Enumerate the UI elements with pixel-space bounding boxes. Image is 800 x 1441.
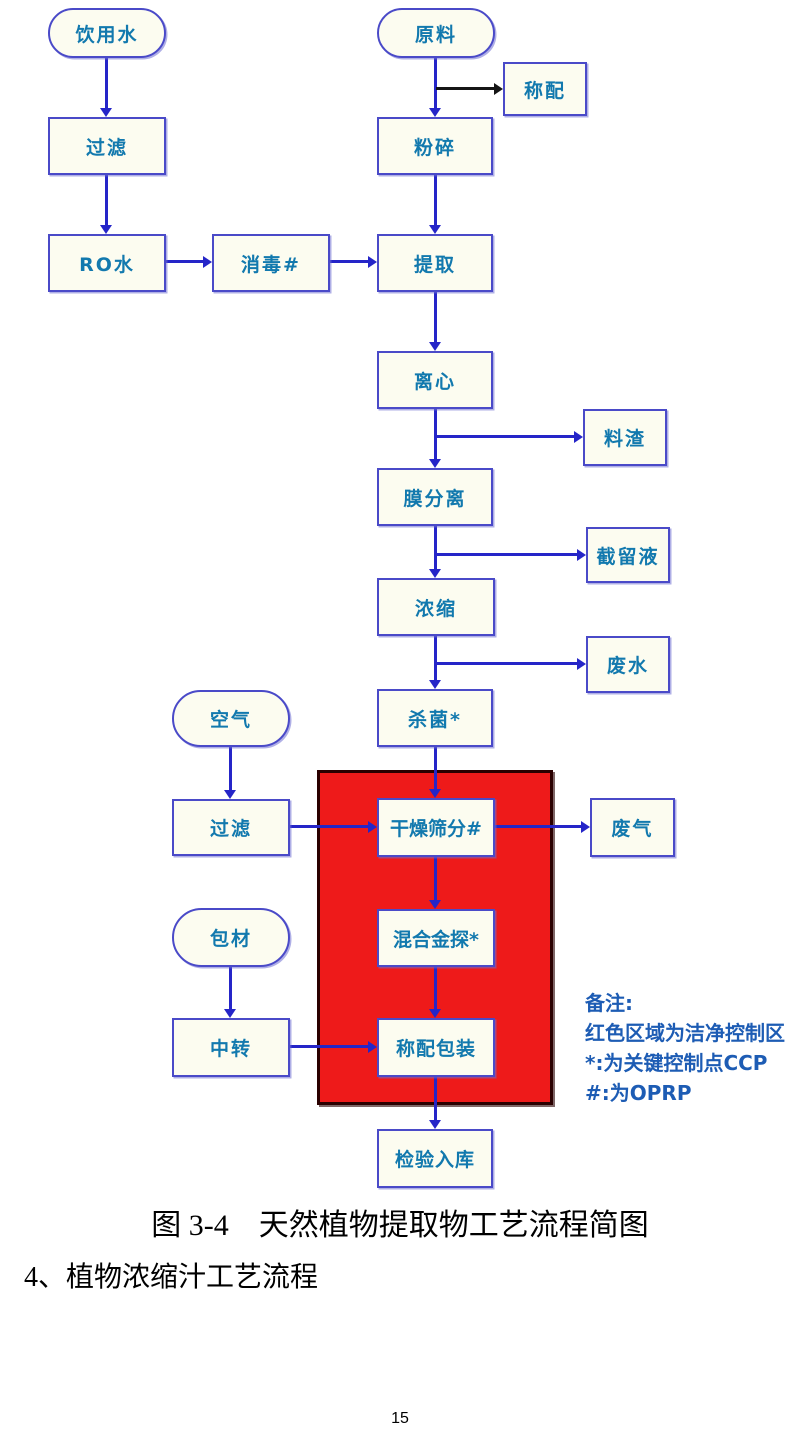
section-heading: 4、植物浓缩汁工艺流程 — [24, 1262, 319, 1293]
arrowhead-down-icon — [429, 680, 441, 689]
node-filtration-1: 过滤 — [48, 117, 166, 175]
connector-rawmaterial-crushing — [434, 58, 437, 110]
arrowhead-right-icon — [368, 256, 377, 268]
connector-air-filtration2 — [229, 747, 232, 792]
arrowhead-right-icon — [368, 1041, 377, 1053]
connector-drying-wastegas — [495, 825, 582, 828]
connector-centrifugation-membrane — [434, 409, 437, 461]
arrowhead-down-icon — [429, 569, 441, 578]
node-wastewater: 废水 — [586, 636, 670, 693]
connector-extraction-centrifugation — [434, 292, 437, 344]
node-ro-water: RO水 — [48, 234, 166, 292]
connector-packagingmaterial-transfer — [229, 967, 232, 1011]
note-line-ccp: *:为关键控制点CCP — [585, 1051, 768, 1075]
node-raw-material: 原料 — [377, 8, 495, 58]
connector-mixing-weighingpackaging — [434, 967, 437, 1011]
arrowhead-right-icon — [494, 83, 503, 95]
arrowhead-down-icon — [429, 108, 441, 117]
connector-crushing-extraction — [434, 175, 437, 226]
node-membrane-separation: 膜分离 — [377, 468, 493, 526]
connector-disinfection-extraction — [330, 260, 370, 263]
node-weighing: 称配 — [503, 62, 587, 116]
arrowhead-right-icon — [577, 549, 586, 561]
node-residue: 料渣 — [583, 409, 667, 466]
arrowhead-down-icon — [429, 342, 441, 351]
node-extraction: 提取 — [377, 234, 493, 292]
arrowhead-right-icon — [577, 658, 586, 670]
connector-rawmaterial-weighing — [436, 87, 495, 90]
note-line-redzone: 红色区域为洁净控制区 — [585, 1021, 785, 1045]
arrowhead-down-icon — [429, 1009, 441, 1018]
node-waste-gas: 废气 — [590, 798, 675, 857]
arrowhead-down-icon — [100, 225, 112, 234]
node-drying-sieving: 干燥筛分# — [377, 798, 495, 857]
node-transfer: 中转 — [172, 1018, 290, 1077]
page-number: 15 — [391, 1410, 409, 1427]
arrowhead-down-icon — [429, 459, 441, 468]
connector-centrifugation-residue — [436, 435, 575, 438]
node-retentate: 截留液 — [586, 527, 670, 583]
connector-filtration1-rowater — [105, 175, 108, 227]
connector-rowater-disinfection — [166, 260, 205, 263]
note-line-title: 备注: — [585, 991, 633, 1015]
connector-weighingpackaging-inspection — [434, 1077, 437, 1122]
node-inspection-warehousing: 检验入库 — [377, 1129, 493, 1188]
node-drinking-water: 饮用水 — [48, 8, 166, 58]
arrowhead-down-icon — [224, 1009, 236, 1018]
arrowhead-down-icon — [224, 790, 236, 799]
legend-note: 备注: 红色区域为洁净控制区 *:为关键控制点CCP #:为OPRP — [585, 988, 785, 1108]
node-air: 空气 — [172, 690, 290, 747]
connector-drinkingwater-filtration1 — [105, 58, 108, 110]
node-centrifugation: 离心 — [377, 351, 493, 409]
connector-membrane-retentate — [436, 553, 578, 556]
connector-filtration2-drying — [290, 825, 370, 828]
arrowhead-down-icon — [429, 789, 441, 798]
arrowhead-down-icon — [429, 1120, 441, 1129]
connector-membrane-concentration — [434, 526, 437, 571]
arrowhead-right-icon — [574, 431, 583, 443]
arrowhead-right-icon — [368, 821, 377, 833]
node-filtration-2: 过滤 — [172, 799, 290, 856]
node-sterilization: 杀菌* — [377, 689, 493, 747]
figure-caption: 图 3-4 天然植物提取物工艺流程简图 — [151, 1209, 649, 1242]
arrowhead-right-icon — [581, 821, 590, 833]
connector-transfer-weighingpackaging — [290, 1045, 370, 1048]
arrowhead-down-icon — [100, 108, 112, 117]
node-packaging-material: 包材 — [172, 908, 290, 967]
connector-drying-mixing — [434, 857, 437, 902]
node-crushing: 粉碎 — [377, 117, 493, 175]
node-disinfection: 消毒# — [212, 234, 330, 292]
arrowhead-right-icon — [203, 256, 212, 268]
node-weighing-packaging: 称配包装 — [377, 1018, 495, 1077]
connector-concentration-wastewater — [436, 662, 578, 665]
node-concentration: 浓缩 — [377, 578, 495, 636]
arrowhead-down-icon — [429, 225, 441, 234]
arrowhead-down-icon — [429, 900, 441, 909]
connector-sterilization-drying — [434, 747, 437, 790]
node-mixing-metal-detection: 混合金探* — [377, 909, 495, 967]
connector-concentration-sterilization — [434, 636, 437, 682]
note-line-oprp: #:为OPRP — [585, 1081, 692, 1105]
